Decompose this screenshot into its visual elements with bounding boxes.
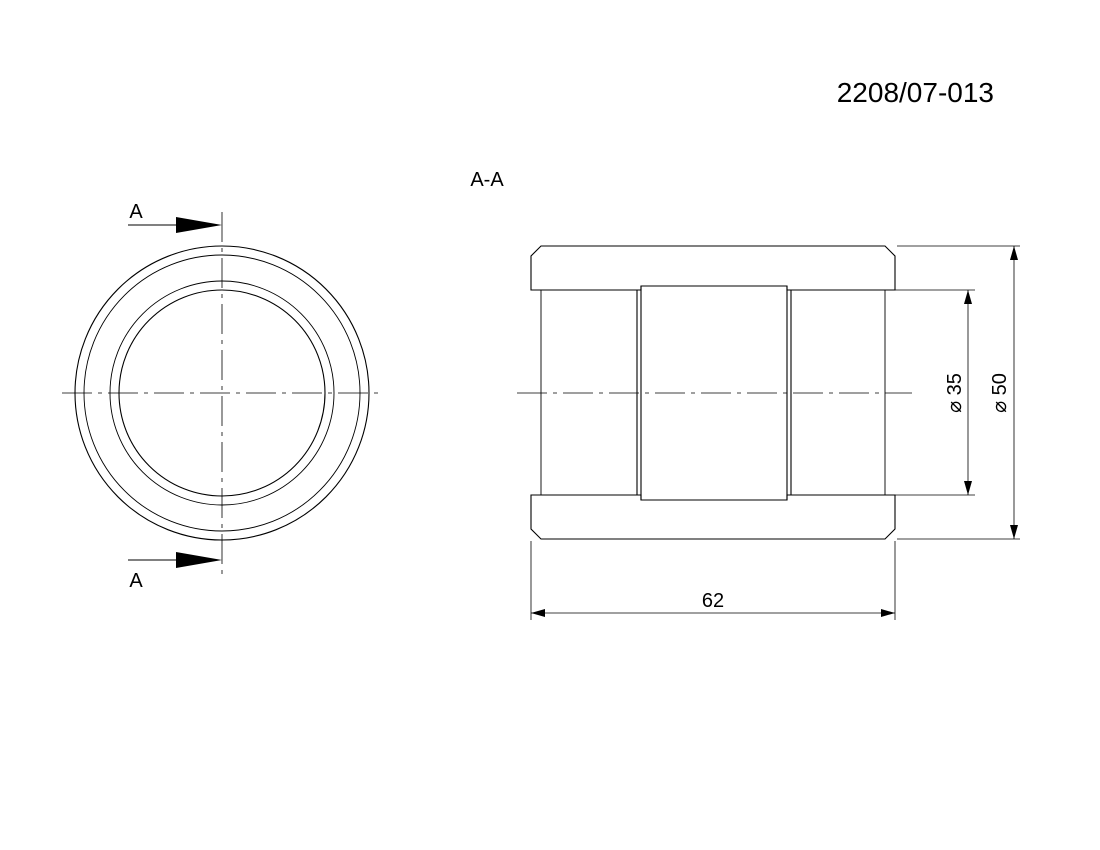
cut-marker-bottom-label: A bbox=[129, 570, 143, 592]
dimension-outer-diameter-label: ⌀ 50 bbox=[989, 373, 1011, 413]
dimension-inner-diameter: ⌀ 35 bbox=[895, 289, 975, 496]
dimension-length: 62 bbox=[530, 541, 896, 620]
section-view bbox=[517, 245, 912, 540]
hatched-wall-top bbox=[530, 245, 896, 291]
hatched-wall-bottom bbox=[530, 494, 896, 540]
arrow-right-icon bbox=[176, 217, 222, 233]
section-marker-bottom: A bbox=[128, 552, 222, 592]
dimension-inner-diameter-label: ⌀ 35 bbox=[944, 373, 966, 413]
cut-marker-top-label: A bbox=[129, 201, 143, 223]
drawing-number: 2208/07-013 bbox=[837, 77, 994, 108]
front-view bbox=[62, 212, 384, 575]
arrow-right-icon bbox=[176, 552, 222, 568]
section-marker-top: A bbox=[128, 201, 222, 233]
section-label: A-A bbox=[470, 169, 504, 191]
dimension-length-label: 62 bbox=[702, 590, 724, 612]
dimension-outer-diameter: ⌀ 50 bbox=[897, 245, 1020, 540]
